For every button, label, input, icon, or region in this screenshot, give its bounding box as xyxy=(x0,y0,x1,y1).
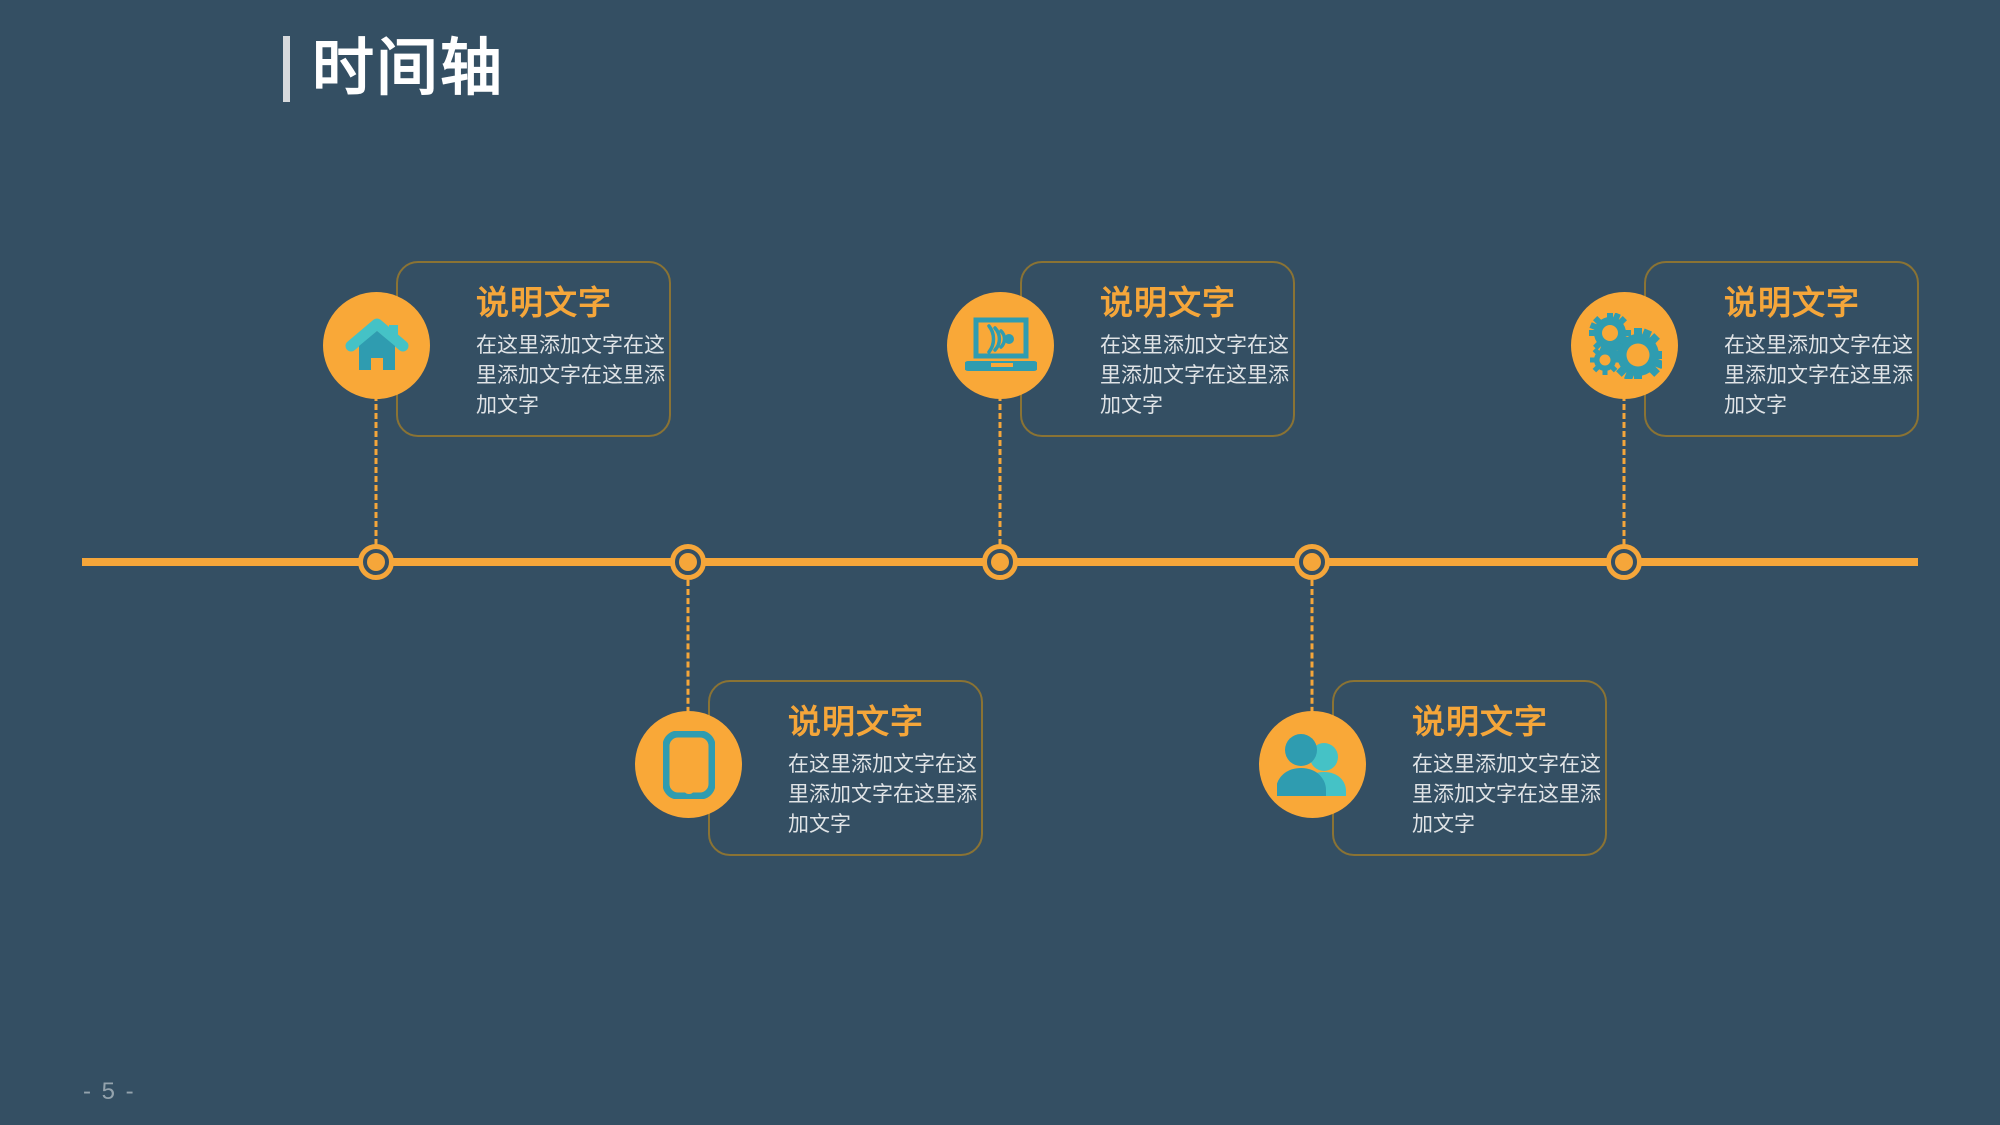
connector-3 xyxy=(998,395,1002,545)
gears-icon xyxy=(1588,312,1662,379)
timeline-item-5-card[interactable]: 说明文字 在这里添加文字在这里添加文字在这里添加文字 xyxy=(1644,261,1919,437)
timeline-node-5[interactable] xyxy=(1606,544,1642,580)
timeline-item-4-title: 说明文字 xyxy=(1412,703,1548,740)
connector-2 xyxy=(686,580,690,740)
timeline-item-5-title: 说明文字 xyxy=(1724,284,1860,321)
connector-5 xyxy=(1622,395,1626,545)
timeline-item-2-body: 在这里添加文字在这里添加文字在这里添加文字 xyxy=(788,753,977,836)
timeline-item-3-body: 在这里添加文字在这里添加文字在这里添加文字 xyxy=(1100,334,1289,417)
title-text: 时间轴 xyxy=(312,34,505,103)
timeline-item-5-icon-bubble[interactable] xyxy=(1571,292,1678,399)
timeline-node-4[interactable] xyxy=(1294,544,1330,580)
home-icon xyxy=(345,316,409,376)
timeline-item-1-icon-bubble[interactable] xyxy=(323,292,430,399)
connector-4 xyxy=(1310,580,1314,740)
mobile-phone-icon xyxy=(662,730,715,799)
page-number: - 5 - xyxy=(83,1078,136,1105)
timeline-item-2-title: 说明文字 xyxy=(788,703,924,740)
people-icon xyxy=(1276,733,1349,796)
timeline-item-3-title: 说明文字 xyxy=(1100,284,1236,321)
timeline-item-4-body: 在这里添加文字在这里添加文字在这里添加文字 xyxy=(1412,753,1601,836)
timeline-item-2-icon-bubble[interactable] xyxy=(635,711,742,818)
timeline-item-4-icon-bubble[interactable] xyxy=(1259,711,1366,818)
timeline-item-1-card[interactable]: 说明文字 在这里添加文字在这里添加文字在这里添加文字 xyxy=(396,261,671,437)
laptop-wifi-icon xyxy=(964,317,1037,375)
page-title: 时间轴 xyxy=(283,36,504,102)
timeline-item-1-body: 在这里添加文字在这里添加文字在这里添加文字 xyxy=(476,334,665,417)
timeline-node-1[interactable] xyxy=(358,544,394,580)
title-accent-bar xyxy=(283,36,290,102)
timeline-item-3-card[interactable]: 说明文字 在这里添加文字在这里添加文字在这里添加文字 xyxy=(1020,261,1295,437)
timeline-item-3-icon-bubble[interactable] xyxy=(947,292,1054,399)
timeline-item-4-card[interactable]: 说明文字 在这里添加文字在这里添加文字在这里添加文字 xyxy=(1332,680,1607,856)
connector-1 xyxy=(374,395,378,545)
timeline-item-1-title: 说明文字 xyxy=(476,284,612,321)
timeline-node-3[interactable] xyxy=(982,544,1018,580)
timeline-item-2-card[interactable]: 说明文字 在这里添加文字在这里添加文字在这里添加文字 xyxy=(708,680,983,856)
timeline-node-2[interactable] xyxy=(670,544,706,580)
timeline-item-5-body: 在这里添加文字在这里添加文字在这里添加文字 xyxy=(1724,334,1913,417)
